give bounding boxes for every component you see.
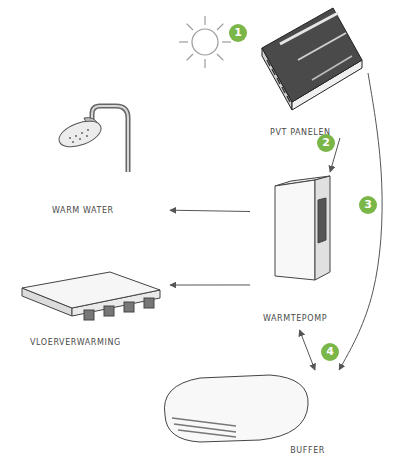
- floor-heating-drawing: [22, 272, 160, 320]
- sun-drawing: [179, 16, 231, 68]
- flow-arrow: [170, 210, 250, 211]
- flow-arrow: [330, 138, 340, 172]
- buffer-drawing: [164, 375, 308, 442]
- pvt-panel-drawing: [262, 8, 362, 110]
- flow-arrow: [170, 284, 250, 285]
- component-node: BUFFER: [150, 370, 345, 458]
- shower-drawing: [56, 106, 128, 172]
- callout-number: 3: [359, 196, 377, 214]
- component-label: WARM WATER: [52, 206, 170, 216]
- component-node: WARMTEPOMP: [250, 172, 340, 330]
- component-node: WARM WATER: [40, 100, 170, 216]
- flow-arrow: [300, 330, 315, 370]
- component-node: PVT PANELEN: [258, 8, 368, 138]
- heat-pump-drawing: [275, 176, 330, 280]
- callout-number: 4: [321, 343, 339, 361]
- component-node: VLOERVERWARMING: [10, 262, 170, 356]
- callout-number: 2: [317, 134, 335, 152]
- component-label: WARMTEPOMP: [250, 314, 340, 324]
- component-label: VLOERVERWARMING: [30, 338, 170, 348]
- component-label: BUFFER: [150, 446, 325, 456]
- callout-number: 1: [229, 24, 247, 42]
- flow-arrow: [339, 73, 382, 370]
